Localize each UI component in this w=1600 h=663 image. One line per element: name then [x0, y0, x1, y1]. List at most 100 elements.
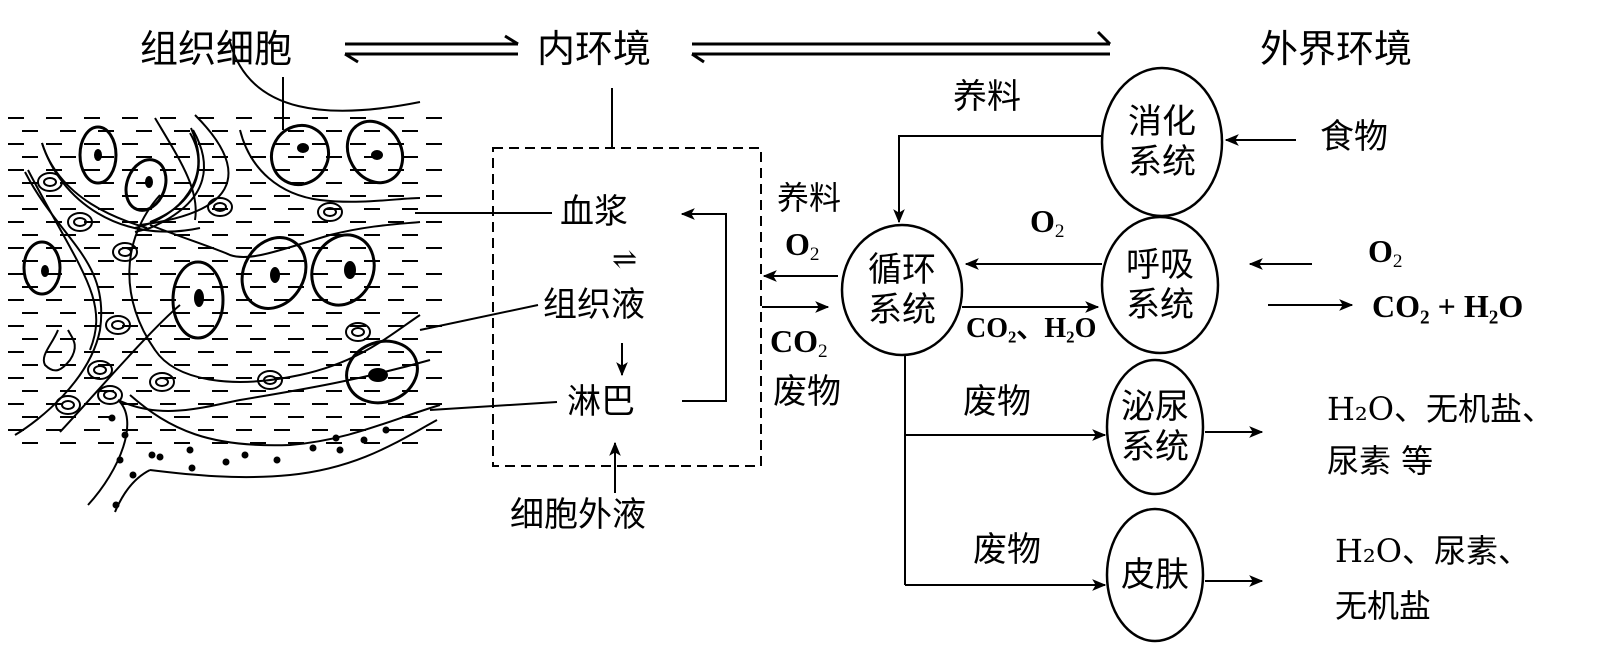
lymph-particle: [186, 446, 194, 454]
blood-cell: [345, 322, 371, 342]
label-waste-skin: 废物: [973, 530, 1041, 570]
lymph-particle: [112, 501, 120, 509]
label-o2-in: O2: [1368, 235, 1402, 271]
label-external-environment: 外界环境: [1260, 27, 1413, 71]
label-urinary-out-2: 尿素 等: [1327, 442, 1434, 480]
o2-symbol: O: [1030, 203, 1055, 239]
lymph-particle: [273, 456, 281, 464]
cell: [240, 236, 308, 310]
blood-cells: [37, 172, 371, 415]
interstitial-fluid-dashes: [8, 117, 442, 444]
label-o2-to-circ: O2: [1030, 205, 1064, 241]
urinary-system-node: [1105, 358, 1205, 496]
cell: [345, 339, 419, 405]
label-urinary-out-1: H₂O、无机盐、: [1327, 390, 1554, 428]
digestive-system-label: 消化 系统: [1102, 102, 1222, 182]
blood-cell: [105, 315, 131, 335]
blood-cell: [55, 395, 81, 415]
lymph-particle: [382, 426, 390, 434]
lymph-particle: [108, 414, 116, 422]
blood-cell: [43, 177, 57, 187]
label-skin-out-1: H₂O、尿素、: [1335, 532, 1530, 570]
blood-cell: [111, 320, 125, 330]
urinary-line2: 系统: [1121, 427, 1189, 467]
blood-cell: [97, 385, 123, 405]
extracellular-fluid-box: [492, 147, 762, 467]
respiratory-system-node: [1100, 215, 1220, 355]
o2-subscript: 2: [1054, 220, 1065, 242]
blood-cell: [213, 202, 227, 212]
digestive-line1: 消化: [1128, 102, 1196, 142]
blood-cell: [257, 370, 283, 390]
lymph-particle: [129, 471, 137, 479]
blood-cell: [103, 390, 117, 400]
blood-cell: [207, 197, 233, 217]
label-skin-out-2: 无机盐: [1335, 587, 1432, 625]
cell: [310, 233, 376, 307]
skin-node: [1105, 507, 1205, 643]
label-resp-out: CO₂ + H₂O: [1372, 288, 1524, 324]
label-tissue-cells: 组织细胞: [140, 27, 293, 71]
lymph-particle: [360, 436, 368, 444]
lymph-particle: [336, 446, 344, 454]
label-o2-box: O2: [785, 228, 819, 264]
blood-cell: [118, 247, 132, 257]
lymph-particle: [332, 434, 340, 442]
label-extracellular-fluid: 细胞外液: [510, 495, 646, 535]
lymph-particle: [116, 456, 124, 464]
cell: [124, 158, 168, 212]
digestive-line2: 系统: [1128, 142, 1196, 182]
lymph-particle: [148, 451, 156, 459]
reversible-arrow-internal-external: [691, 30, 1112, 64]
lymph-particles: [108, 414, 390, 509]
blood-cell: [149, 372, 175, 392]
label-nutrients-digestive: 养料: [953, 77, 1021, 117]
blood-cell: [351, 327, 365, 337]
blood-cell: [37, 172, 63, 192]
respiratory-system-label: 呼吸 系统: [1102, 245, 1218, 325]
blood-cell: [73, 217, 87, 227]
label-food: 食物: [1320, 117, 1388, 157]
circulatory-line2: 系统: [868, 290, 936, 330]
cell: [345, 119, 405, 185]
respiratory-line2: 系统: [1126, 285, 1194, 325]
label-co2-h2o-to-resp: CO₂、H₂O: [966, 313, 1097, 344]
o2-subscript: 2: [1392, 250, 1403, 272]
cell: [269, 123, 331, 187]
skin-label: 皮肤: [1107, 555, 1203, 595]
co2-symbol: CO: [770, 323, 818, 359]
cell: [22, 240, 62, 296]
label-co2-box: CO2: [770, 325, 828, 361]
urinary-system-label: 泌尿 系统: [1107, 387, 1203, 467]
blood-cell: [61, 400, 75, 410]
lymph-particle: [309, 444, 317, 452]
lymph-particle: [121, 431, 129, 439]
o2-symbol: O: [1368, 233, 1393, 269]
arrow-digestive-to-circ: [893, 135, 1102, 224]
reversible-arrow-cells-internal: [344, 34, 519, 64]
cell: [78, 125, 118, 185]
circulatory-line1: 循环: [868, 250, 936, 290]
blood-cell: [93, 365, 107, 375]
tissue-illustration: [8, 41, 442, 513]
blood-cell: [323, 207, 337, 217]
circulatory-system-label: 循环 系统: [842, 250, 962, 330]
blood-cell: [263, 375, 277, 385]
arrow-lymph-to-plasma: [680, 208, 727, 402]
lymph-particle: [222, 458, 230, 466]
label-tissue-fluid: 组织液: [543, 285, 645, 325]
cell: [171, 260, 225, 340]
label-waste-urinary: 废物: [963, 382, 1031, 422]
o2-subscript: 2: [809, 243, 820, 265]
lymph-particle: [188, 464, 196, 472]
exchange-arrow-icon: ⇌: [612, 242, 638, 277]
circulatory-system-node: [840, 223, 964, 357]
label-lymph: 淋巴: [567, 382, 635, 422]
label-nutrients-box: 养料: [777, 179, 842, 217]
leader-lymph: [429, 401, 558, 411]
label-internal-environment: 内环境: [537, 27, 652, 71]
lymph-particle: [156, 453, 164, 461]
urinary-line1: 泌尿: [1121, 387, 1189, 427]
blood-cell: [112, 242, 138, 262]
